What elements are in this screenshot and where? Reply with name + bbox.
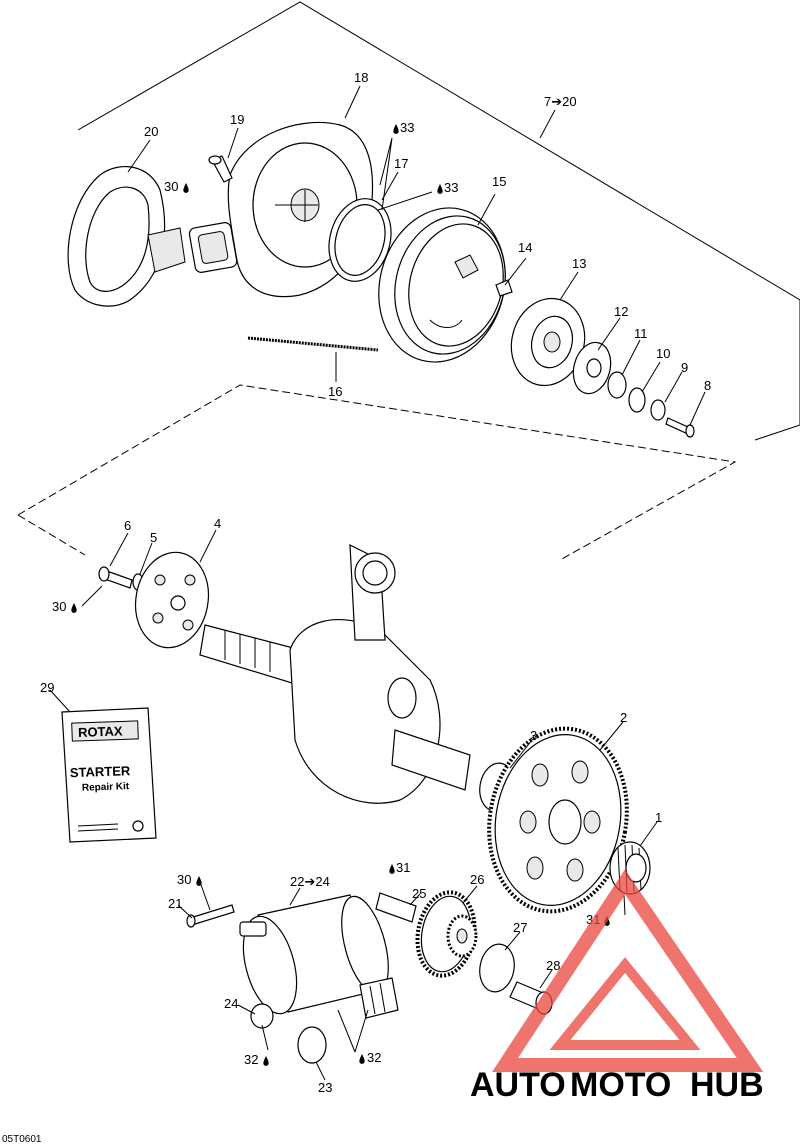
- part-8-bolt: [665, 417, 695, 438]
- part-24-seal: [250, 1003, 274, 1029]
- part-12-plate: [572, 341, 612, 395]
- watermark-logo: AUTO MOTO HUB: [470, 869, 764, 1104]
- part-10-spring: [628, 387, 646, 413]
- callout-30-b: 30: [52, 599, 66, 614]
- callout-32-a: 32: [244, 1052, 258, 1067]
- figure-code: 05T0601: [2, 1134, 42, 1145]
- booklet-brand: ROTAX: [78, 723, 123, 740]
- part-9-washer: [650, 399, 666, 421]
- part-13-ratchet: [510, 297, 586, 387]
- watermark-moto: MOTO: [570, 1066, 671, 1104]
- callout-26: 26: [470, 872, 484, 887]
- part-27-washer: [479, 943, 515, 993]
- callout-21: 21: [168, 896, 182, 911]
- part-20-handle: [67, 166, 186, 307]
- drop-icon: [389, 864, 395, 874]
- callout-25: 25: [412, 886, 426, 901]
- callout-31-a: 31: [396, 860, 410, 875]
- leader-lines: [49, 85, 706, 1081]
- callout-19: 19: [230, 112, 244, 127]
- booklet-title-1: STARTER: [70, 763, 132, 780]
- callout-1: 1: [655, 810, 662, 825]
- callout-30-c: 30: [177, 872, 191, 887]
- part-22-starter-motor: [239, 894, 399, 1019]
- callout-32-b: 32: [367, 1050, 381, 1065]
- part-2-ring-gear: [487, 726, 629, 914]
- drop-icon: [263, 1056, 269, 1066]
- callout-13: 13: [572, 256, 586, 271]
- callout-18: 18: [354, 70, 368, 85]
- part-19-screw: [208, 155, 233, 183]
- callout-24: 24: [224, 996, 238, 1011]
- drop-icon: [437, 184, 443, 194]
- watermark-inner-triangle-icon: [549, 957, 701, 1050]
- callout-28: 28: [546, 958, 560, 973]
- callout-12: 12: [614, 304, 628, 319]
- part-21-screw: [186, 904, 235, 928]
- part-11-washer: [607, 371, 627, 399]
- assembly-outline-lower: [17, 384, 737, 561]
- drop-icon: [196, 876, 202, 886]
- callout-11: 11: [634, 326, 648, 341]
- callout-20: 20: [144, 124, 158, 139]
- drop-icon: [71, 603, 77, 613]
- callout-10: 10: [656, 346, 670, 361]
- callout-2: 2: [620, 710, 627, 725]
- callout-22-24: 22➔24: [290, 874, 330, 889]
- callout-17: 17: [394, 156, 408, 171]
- assembly-outline-upper: [77, 1, 800, 441]
- part-6-bolt: [98, 566, 133, 589]
- part-29-repair-booklet: ROTAX STARTER Repair Kit: [61, 707, 157, 843]
- part-17-spring: [328, 198, 392, 282]
- part-14-pin: [495, 279, 513, 297]
- watermark-triangle-icon: [492, 869, 764, 1072]
- callout-30-a: 30: [164, 179, 178, 194]
- callout-7-20: 7➔20: [544, 94, 577, 109]
- drop-icon: [359, 1054, 365, 1064]
- callout-3: 3: [530, 728, 537, 743]
- drop-icon: [393, 124, 399, 134]
- part-4-drive-plate: [134, 551, 210, 649]
- part-23-o-ring: [297, 1026, 327, 1064]
- callout-16: 16: [328, 384, 342, 399]
- callout-29: 29: [40, 680, 54, 695]
- callout-27: 27: [513, 920, 527, 935]
- watermark-auto: AUTO: [470, 1066, 566, 1104]
- part-15-rope-pulley: [378, 207, 506, 363]
- callout-14: 14: [518, 240, 532, 255]
- callout-9: 9: [681, 360, 688, 375]
- callout-8: 8: [704, 378, 711, 393]
- drop-icon: [183, 183, 189, 193]
- callout-33-a: 33: [400, 120, 414, 135]
- crankshaft: [199, 544, 471, 804]
- part-26-intermediate-gear: [415, 890, 478, 978]
- callout-33-b: 33: [444, 180, 458, 195]
- callout-4: 4: [214, 516, 221, 531]
- callout-15: 15: [492, 174, 506, 189]
- watermark-hub: HUB: [690, 1066, 764, 1104]
- callout-23: 23: [318, 1080, 332, 1095]
- callout-labels: 20 19 18 33 17 33 15 30 7➔20 14 13 12 11…: [40, 70, 711, 1095]
- part-25-shaft: [375, 892, 417, 923]
- callout-6: 6: [124, 518, 131, 533]
- part-16-rope: [247, 336, 379, 352]
- booklet-title-2: Repair Kit: [82, 781, 130, 794]
- callout-5: 5: [150, 530, 157, 545]
